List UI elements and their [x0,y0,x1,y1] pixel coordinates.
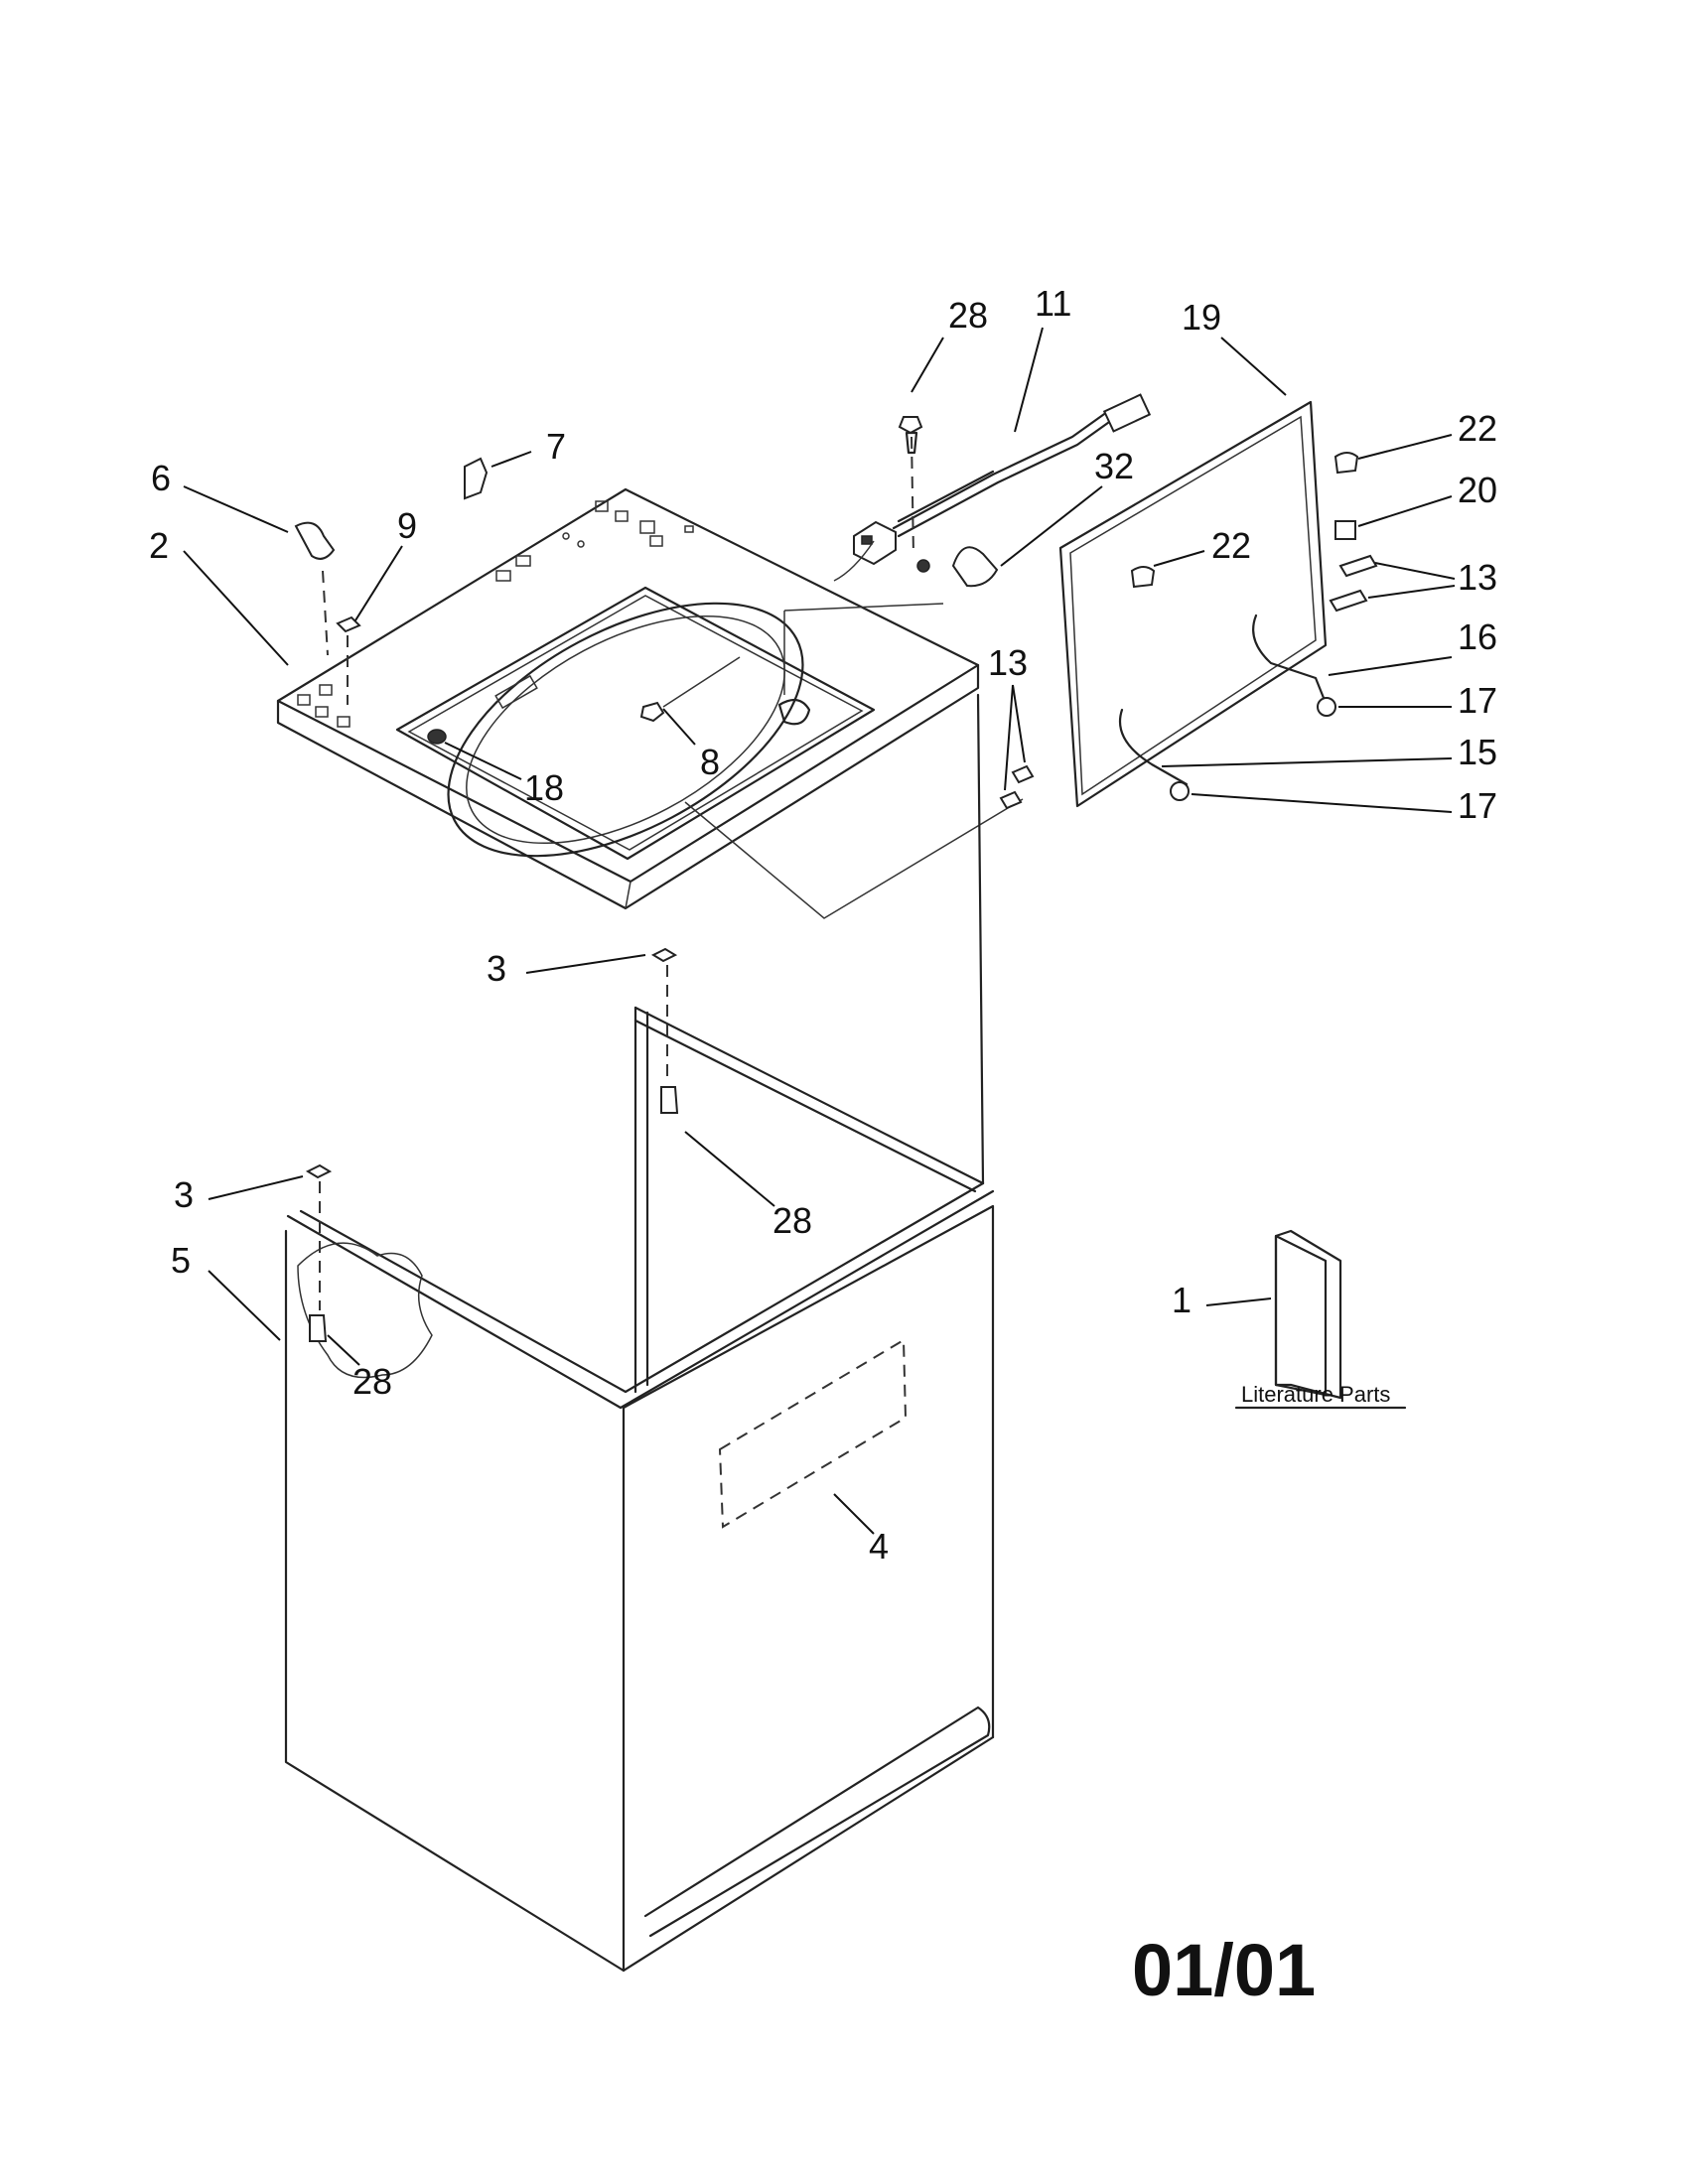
callout-18-fastener: 18 [524,767,564,808]
callout-13-screws-right: 13 [1458,557,1497,598]
fasteners [294,457,679,1342]
callout-15-hose: 15 [1458,732,1497,772]
callout-3-clip-top: 3 [487,948,506,989]
callout-13-screws-left: 13 [988,642,1028,683]
callout-5-cabinet: 5 [171,1240,191,1281]
literature-parts-label: Literature Parts [1241,1382,1390,1407]
cabinet [284,693,995,1973]
callout-28-cutout-screw: 28 [352,1361,392,1402]
callout-11-wire-harness: 11 [1035,283,1071,324]
callout-16-hose: 16 [1458,616,1497,657]
callout-28-harness-screw: 28 [948,295,988,336]
top-panel [276,487,1024,919]
callout-labels: 28 11 19 22 20 32 22 13 16 17 13 15 17 7… [149,283,1497,2011]
literature-booklet [1234,1229,1407,1410]
callout-22-knob-outer: 22 [1458,408,1497,449]
callout-17-nozzle-upper: 17 [1458,680,1497,721]
page-code: 01/01 [1132,1929,1316,2011]
callout-9-clip: 9 [397,505,417,546]
callout-17-nozzle-lower: 17 [1458,785,1497,826]
callout-20-switch: 20 [1458,470,1497,510]
callout-2-top-panel: 2 [149,525,169,566]
callout-28-cabinet-screw: 28 [772,1200,812,1241]
callout-22-knob-inner: 22 [1211,525,1251,566]
callout-7-bracket: 7 [546,426,566,467]
leader-lines [183,327,1456,1535]
callout-8-fastener: 8 [700,742,720,782]
callout-6-clip: 6 [151,458,171,498]
callout-3-clip-left: 3 [174,1174,194,1215]
callout-4-label: 4 [869,1526,889,1567]
callout-1-literature: 1 [1172,1280,1192,1320]
callout-19-console-frame: 19 [1182,297,1221,338]
console-frame [999,400,1378,810]
callout-32-clip: 32 [1094,446,1134,486]
switch-harness [783,393,1152,695]
